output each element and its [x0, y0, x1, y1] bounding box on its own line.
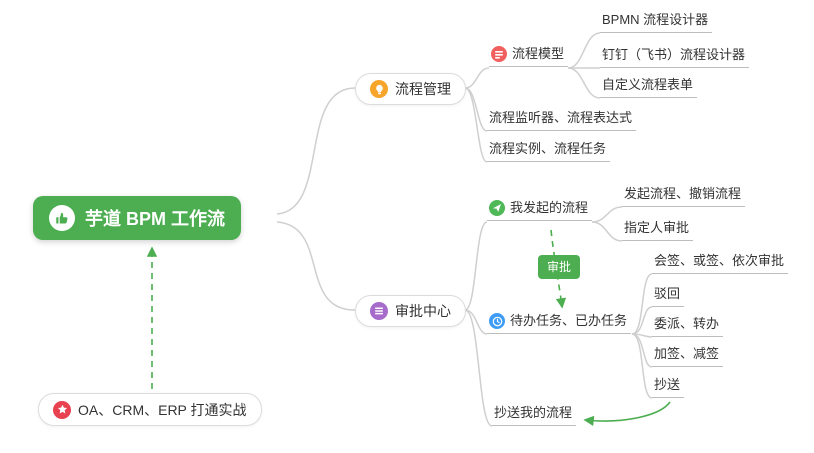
node-listener-expression[interactable]: 流程监听器、流程表达式 — [487, 110, 637, 131]
send-icon — [489, 200, 505, 216]
node-label: 指定人审批 — [624, 220, 690, 235]
lightbulb-icon — [370, 80, 388, 98]
node-initiate-cancel-process[interactable]: 发起流程、撤销流程 — [622, 186, 746, 207]
node-designated-approver[interactable]: 指定人审批 — [622, 220, 694, 241]
node-label: 流程模型 — [512, 46, 565, 61]
node-label: 审批中心 — [395, 303, 451, 319]
node-label: BPMN 流程设计器 — [602, 12, 709, 27]
node-reject[interactable]: 驳回 — [652, 286, 685, 307]
node-label: 自定义流程表单 — [602, 77, 694, 92]
node-label: 抄送我的流程 — [494, 405, 573, 420]
node-bpmn-designer[interactable]: BPMN 流程设计器 — [600, 12, 713, 33]
approval-edge-badge[interactable]: 审批 — [538, 255, 581, 279]
node-approval-center[interactable]: 审批中心 — [355, 295, 466, 327]
star-icon — [53, 400, 71, 419]
node-label: 发起流程、撤销流程 — [624, 186, 742, 201]
node-instance-task[interactable]: 流程实例、流程任务 — [487, 141, 611, 162]
node-label: 驳回 — [654, 286, 681, 301]
node-label: 抄送 — [654, 377, 681, 392]
thumbs-up-icon — [49, 205, 75, 231]
node-my-initiated-process[interactable]: 我发起的流程 — [487, 200, 593, 221]
node-cc[interactable]: 抄送 — [652, 377, 685, 398]
node-delegate-transfer[interactable]: 委派、转办 — [652, 316, 724, 337]
node-label: 流程管理 — [395, 81, 451, 97]
node-label: 待办任务、已办任务 — [510, 313, 628, 328]
node-add-remove-sign[interactable]: 加签、减签 — [652, 346, 724, 367]
root-label: 芋道 BPM 工作流 — [85, 209, 226, 229]
clock-icon — [489, 313, 505, 329]
node-process-management[interactable]: 流程管理 — [355, 73, 466, 105]
node-label: 委派、转办 — [654, 316, 720, 331]
node-custom-process-form[interactable]: 自定义流程表单 — [600, 77, 698, 98]
node-label: 会签、或签、依次审批 — [654, 253, 785, 268]
node-process-model[interactable]: 流程模型 — [489, 46, 569, 67]
node-label: 加签、减签 — [654, 346, 720, 361]
node-countersign-or-sequential[interactable]: 会签、或签、依次审批 — [652, 253, 789, 274]
node-label: 钉钉（飞书）流程设计器 — [602, 47, 746, 62]
node-label: 我发起的流程 — [510, 200, 589, 215]
node-cc-my-process[interactable]: 抄送我的流程 — [492, 405, 577, 426]
model-icon — [491, 46, 507, 62]
root-node[interactable]: 芋道 BPM 工作流 — [33, 196, 242, 240]
checklist-icon — [370, 302, 388, 320]
badge-label: 审批 — [547, 260, 572, 274]
node-oa-crm-erp[interactable]: OA、CRM、ERP 打通实战 — [38, 393, 262, 426]
node-label: 流程监听器、流程表达式 — [489, 110, 633, 125]
node-label: OA、CRM、ERP 打通实战 — [78, 401, 247, 418]
node-label: 流程实例、流程任务 — [489, 141, 607, 156]
node-todo-done-tasks[interactable]: 待办任务、已办任务 — [487, 313, 632, 334]
node-dingtalk-feishu-designer[interactable]: 钉钉（飞书）流程设计器 — [600, 47, 750, 68]
